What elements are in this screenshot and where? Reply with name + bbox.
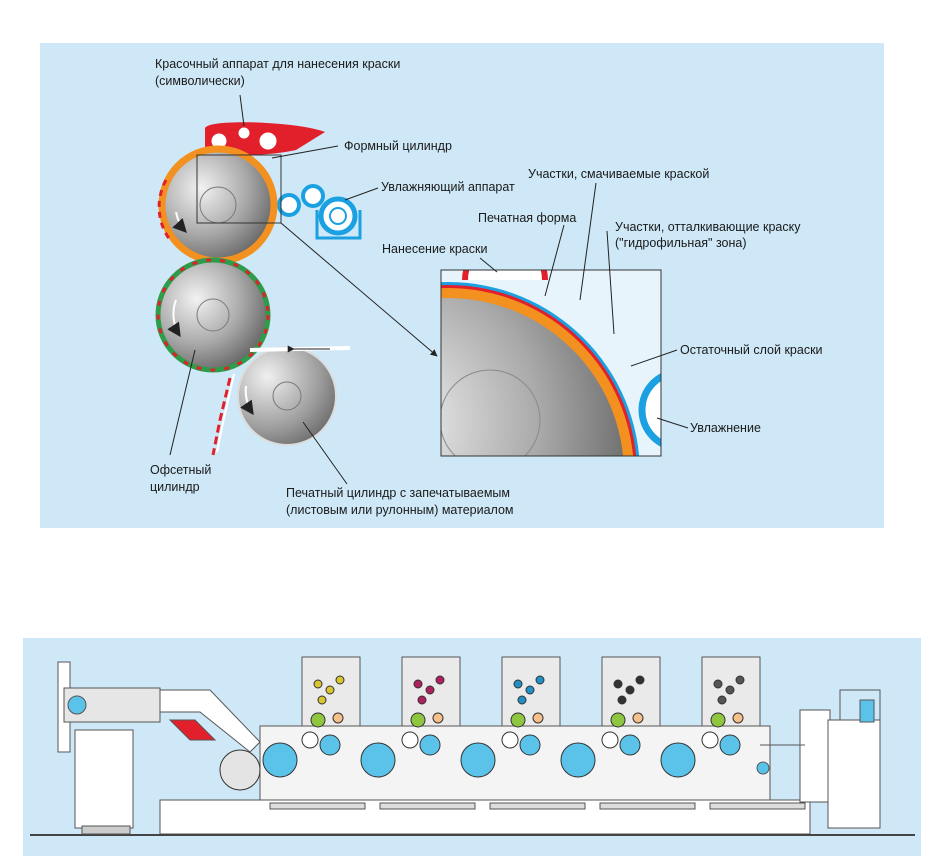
- transfer-cylinders: [219, 731, 741, 791]
- impression-cylinder: [211, 345, 351, 456]
- label-printing-plate: Печатная форма: [478, 211, 576, 225]
- delivery-unit: [756, 689, 881, 829]
- label-dampening-unit: Увлажняющий аппарат: [381, 180, 515, 194]
- ink-roller-clusters: [310, 675, 745, 728]
- label-ink-receptive: Участки, смачиваемые краской: [528, 167, 709, 181]
- feeder-unit: [57, 661, 261, 835]
- zoom-connector-line: [280, 222, 438, 357]
- ink-unit: [205, 122, 325, 155]
- blanket-cylinder: [155, 257, 271, 373]
- zoom-detail: [440, 269, 662, 457]
- label-ink-unit: Красочный аппарат для нанесения краски: [155, 57, 400, 71]
- label-inking: Нанесение краски: [382, 242, 487, 256]
- label-blanket-cylinder: Офсетный: [150, 463, 211, 477]
- dampening-unit: [277, 184, 362, 240]
- label-plate-cylinder: Формный цилиндр: [344, 139, 452, 153]
- label-impression-cylinder: Печатный цилиндр с запечатываемым: [286, 486, 510, 500]
- machine-base: [159, 799, 811, 835]
- label-impression-cylinder-2: (листовым или рулонным) материалом: [286, 503, 514, 517]
- label-dampening: Увлажнение: [690, 421, 761, 435]
- press-machine: [30, 656, 915, 836]
- label-ink-unit-note: (символически): [155, 74, 245, 88]
- top-labels: Красочный аппарат для нанесения краски (…: [150, 57, 823, 517]
- plate-cylinder: [157, 145, 278, 265]
- label-ink-repellent-note: ("гидрофильная" зона): [615, 236, 747, 250]
- leader-lines: [169, 94, 689, 485]
- label-ink-repellent: Участки, отталкивающие краску: [615, 220, 801, 234]
- label-residual-ink: Остаточный слой краски: [680, 343, 823, 357]
- label-blanket-cylinder-2: цилиндр: [150, 480, 200, 494]
- zoom-region-box: [196, 154, 282, 224]
